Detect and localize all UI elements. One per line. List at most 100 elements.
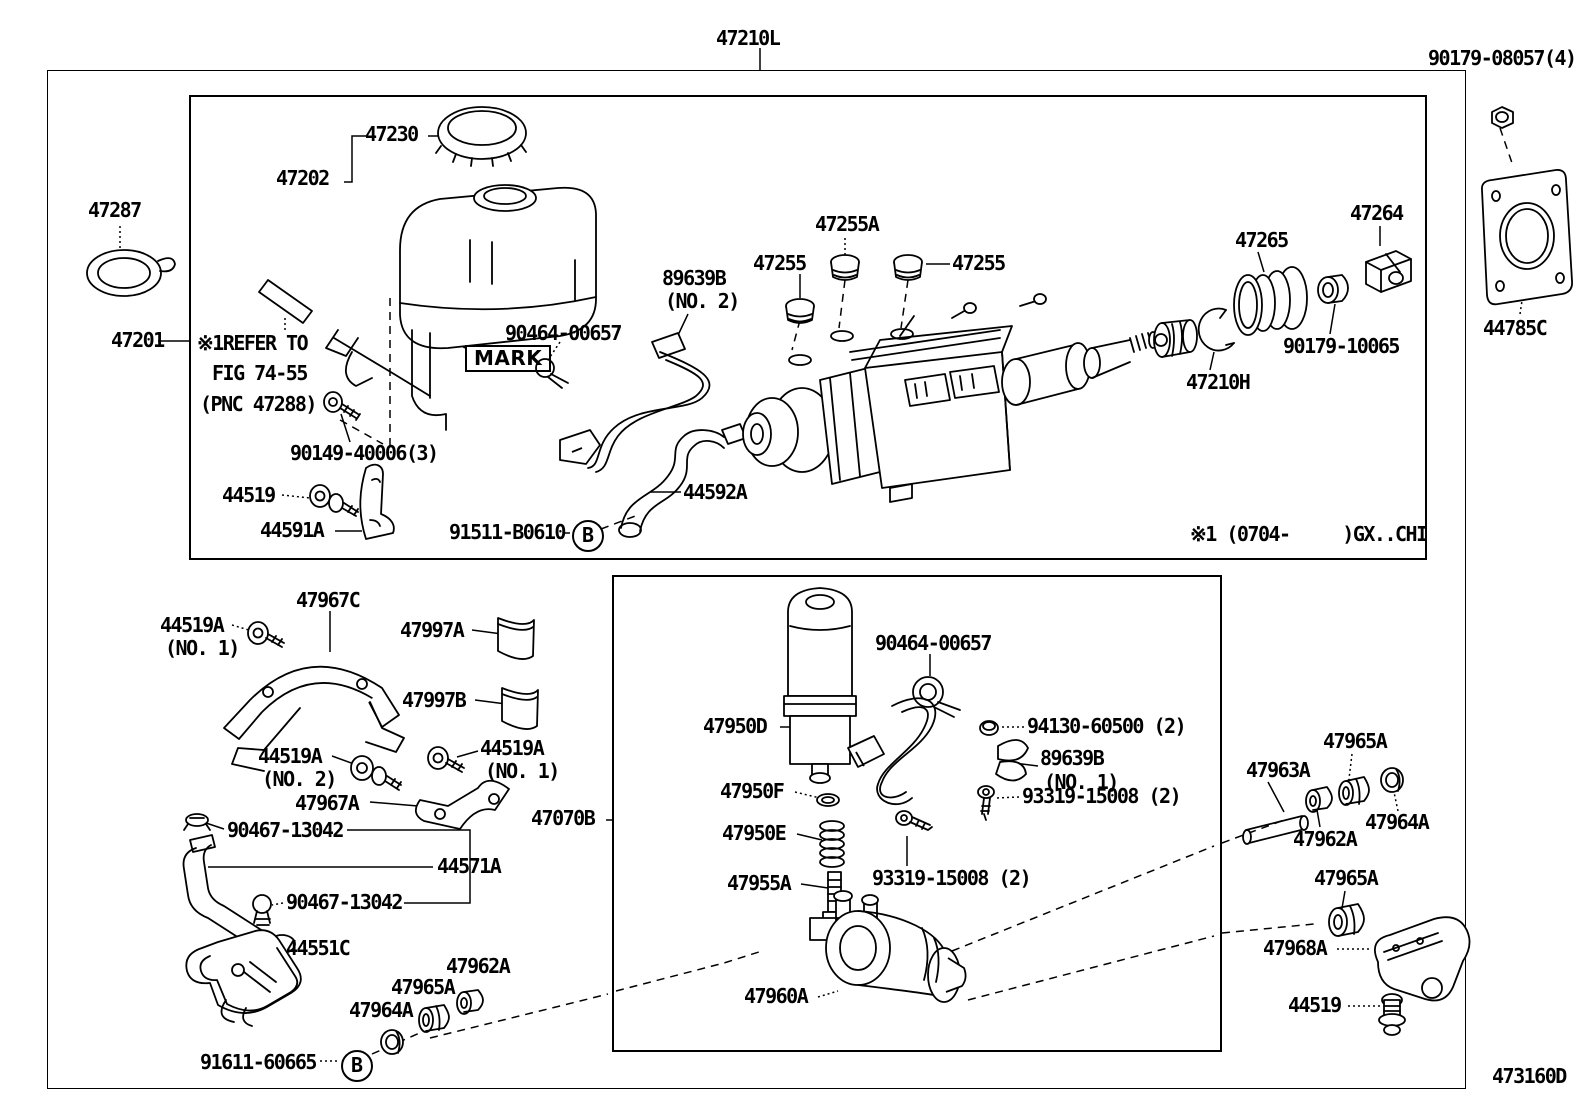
spring-47950e-drawing bbox=[819, 820, 845, 868]
part-44519-right: 44519 bbox=[1288, 993, 1342, 1017]
bracket-47967a-drawing bbox=[414, 779, 510, 830]
part-90179-08057: 90179-08057(4) bbox=[1428, 46, 1577, 70]
part-90467-13042-lower: 90467-13042 bbox=[286, 890, 403, 914]
part-47255-left: 47255 bbox=[753, 251, 807, 275]
lower-assembly-frame bbox=[612, 575, 1222, 1052]
outer-frame bbox=[47, 70, 1466, 1089]
part-47962a-right: 47962A bbox=[1293, 827, 1358, 851]
bracket-47968a-drawing bbox=[1374, 916, 1471, 1002]
reservoir-tank-drawing bbox=[325, 184, 597, 431]
clamp-90464-lower-drawing bbox=[912, 676, 961, 718]
clevis-47264-drawing bbox=[1365, 250, 1412, 293]
accumulator-47950d-drawing bbox=[783, 587, 857, 784]
part-47965a-bottomleft: 47965A bbox=[391, 975, 456, 999]
part-47265: 47265 bbox=[1235, 228, 1289, 252]
upper-assembly-frame bbox=[189, 95, 1427, 560]
part-90467-13042-upper: 90467-13042 bbox=[227, 818, 344, 842]
figure-code: 473160D bbox=[1492, 1064, 1567, 1088]
part-47964a-right: 47964A bbox=[1365, 810, 1430, 834]
part-47967c: 47967C bbox=[296, 588, 361, 612]
part-90179-10065: 90179-10065 bbox=[1283, 334, 1400, 358]
bushing-47962a-r-drawing bbox=[1305, 786, 1333, 813]
part-47202: 47202 bbox=[276, 166, 330, 190]
part-47962a-bottomleft: 47962A bbox=[446, 954, 511, 978]
actuator-assembly-drawing bbox=[742, 293, 1047, 503]
bolt-90149-drawing bbox=[323, 391, 361, 421]
part-44519-upper: 44519 bbox=[222, 483, 276, 507]
part-89639b-no1-sub: (NO. 1) bbox=[1044, 770, 1119, 794]
bushing-47965a-bl-drawing bbox=[418, 1004, 450, 1033]
part-44519a-no1b: 44519A bbox=[480, 736, 545, 760]
bushing-47965a-r2-drawing bbox=[1328, 903, 1365, 937]
bolt-44519a-no1a-drawing bbox=[247, 621, 285, 648]
part-90464-00657-upper: 90464-00657 bbox=[505, 321, 622, 345]
pump-47960a-drawing bbox=[809, 890, 967, 1003]
part-47950f: 47950F bbox=[720, 779, 785, 803]
part-47997b: 47997B bbox=[402, 688, 467, 712]
boot-47265-drawing bbox=[1233, 266, 1308, 336]
part-47264: 47264 bbox=[1350, 201, 1404, 225]
part-90149-40006: 90149-40006(3) bbox=[290, 441, 439, 465]
part-89639b-no2: 89639B bbox=[662, 266, 727, 290]
part-90464-00657-lower: 90464-00657 bbox=[875, 631, 992, 655]
grommet-47255-right-drawing bbox=[893, 254, 923, 281]
part-91511-b0610: 91511-B0610 bbox=[449, 520, 566, 544]
mark-tag: MARK bbox=[465, 345, 552, 372]
oring-47950f-drawing bbox=[816, 793, 840, 807]
note-variant: ※1 (0704- )GX..CHI bbox=[1190, 522, 1428, 546]
ring-47964a-r-drawing bbox=[1380, 767, 1404, 793]
nut-90179-08057-drawing bbox=[1491, 106, 1514, 129]
refer-sliver-drawing bbox=[258, 279, 313, 324]
part-47967a: 47967A bbox=[295, 791, 360, 815]
part-89639b-no2-sub: (NO. 2) bbox=[665, 289, 740, 313]
part-44519a-no2-sub: (NO. 2) bbox=[262, 767, 337, 791]
grommet-47255a-drawing bbox=[830, 254, 860, 281]
part-94130-60500: 94130-60500 (2) bbox=[1027, 714, 1187, 738]
part-47964a-bottomleft: 47964A bbox=[349, 998, 414, 1022]
pushrod-drawing bbox=[1001, 331, 1158, 406]
part-47965a-right2: 47965A bbox=[1314, 866, 1379, 890]
part-47255-right: 47255 bbox=[952, 251, 1006, 275]
gasket-44785c-drawing bbox=[1481, 169, 1573, 306]
reservoir-gasket-47287-drawing bbox=[86, 249, 176, 297]
clamp-47967c-drawing bbox=[223, 665, 405, 772]
part-47287: 47287 bbox=[88, 198, 142, 222]
part-44591a: 44591A bbox=[260, 518, 325, 542]
pin-47963a-drawing bbox=[1242, 815, 1309, 845]
part-47950d: 47950D bbox=[703, 714, 768, 738]
grommet-47255-left-drawing bbox=[785, 298, 815, 324]
part-44519a-no1a: 44519A bbox=[160, 613, 225, 637]
part-93319-15008-lower: 93319-15008 (2) bbox=[872, 866, 1032, 890]
bolt-44519a-no1b-drawing bbox=[427, 746, 465, 773]
ring-47964a-bl-drawing bbox=[380, 1029, 404, 1055]
shim-47997a-drawing bbox=[497, 617, 535, 660]
part-89639b-no1: 89639B bbox=[1040, 746, 1105, 770]
bushing-47965a-r1-drawing bbox=[1338, 776, 1370, 806]
bolt-44519a-no2-drawing bbox=[350, 755, 402, 791]
part-44519a-no1a-sub: (NO. 1) bbox=[165, 636, 240, 660]
part-47210l: 47210L bbox=[716, 26, 781, 50]
bracket-44591a-drawing bbox=[359, 463, 395, 540]
part-47997a: 47997A bbox=[400, 618, 465, 642]
harness-89639b-no2-drawing bbox=[559, 332, 711, 473]
clamp-90464-upper-drawing bbox=[535, 358, 569, 389]
clip-90467-a-drawing bbox=[183, 813, 211, 831]
part-44519a-no1b-sub: (NO. 1) bbox=[485, 759, 560, 783]
bushing-47962a-bl-drawing bbox=[456, 989, 484, 1015]
reservoir-cap-drawing bbox=[435, 106, 527, 167]
screw-93319-upper-drawing bbox=[977, 785, 995, 821]
part-47965a-right1: 47965A bbox=[1323, 729, 1388, 753]
part-47955a: 47955A bbox=[727, 871, 792, 895]
nut-94130-drawing bbox=[979, 720, 999, 736]
part-47210h: 47210H bbox=[1186, 370, 1251, 394]
bolt-44519-r-drawing bbox=[1378, 993, 1406, 1036]
part-47230: 47230 bbox=[365, 122, 419, 146]
part-93319-15008-upper: 93319-15008 (2) bbox=[1022, 784, 1182, 808]
part-47070b: 47070B bbox=[531, 806, 596, 830]
bolt-44519-upper-drawing bbox=[309, 484, 359, 517]
part-47968a: 47968A bbox=[1263, 936, 1328, 960]
bracket-44551c-drawing bbox=[185, 929, 302, 1027]
part-91611-60665: 91611-60665 bbox=[200, 1050, 317, 1074]
